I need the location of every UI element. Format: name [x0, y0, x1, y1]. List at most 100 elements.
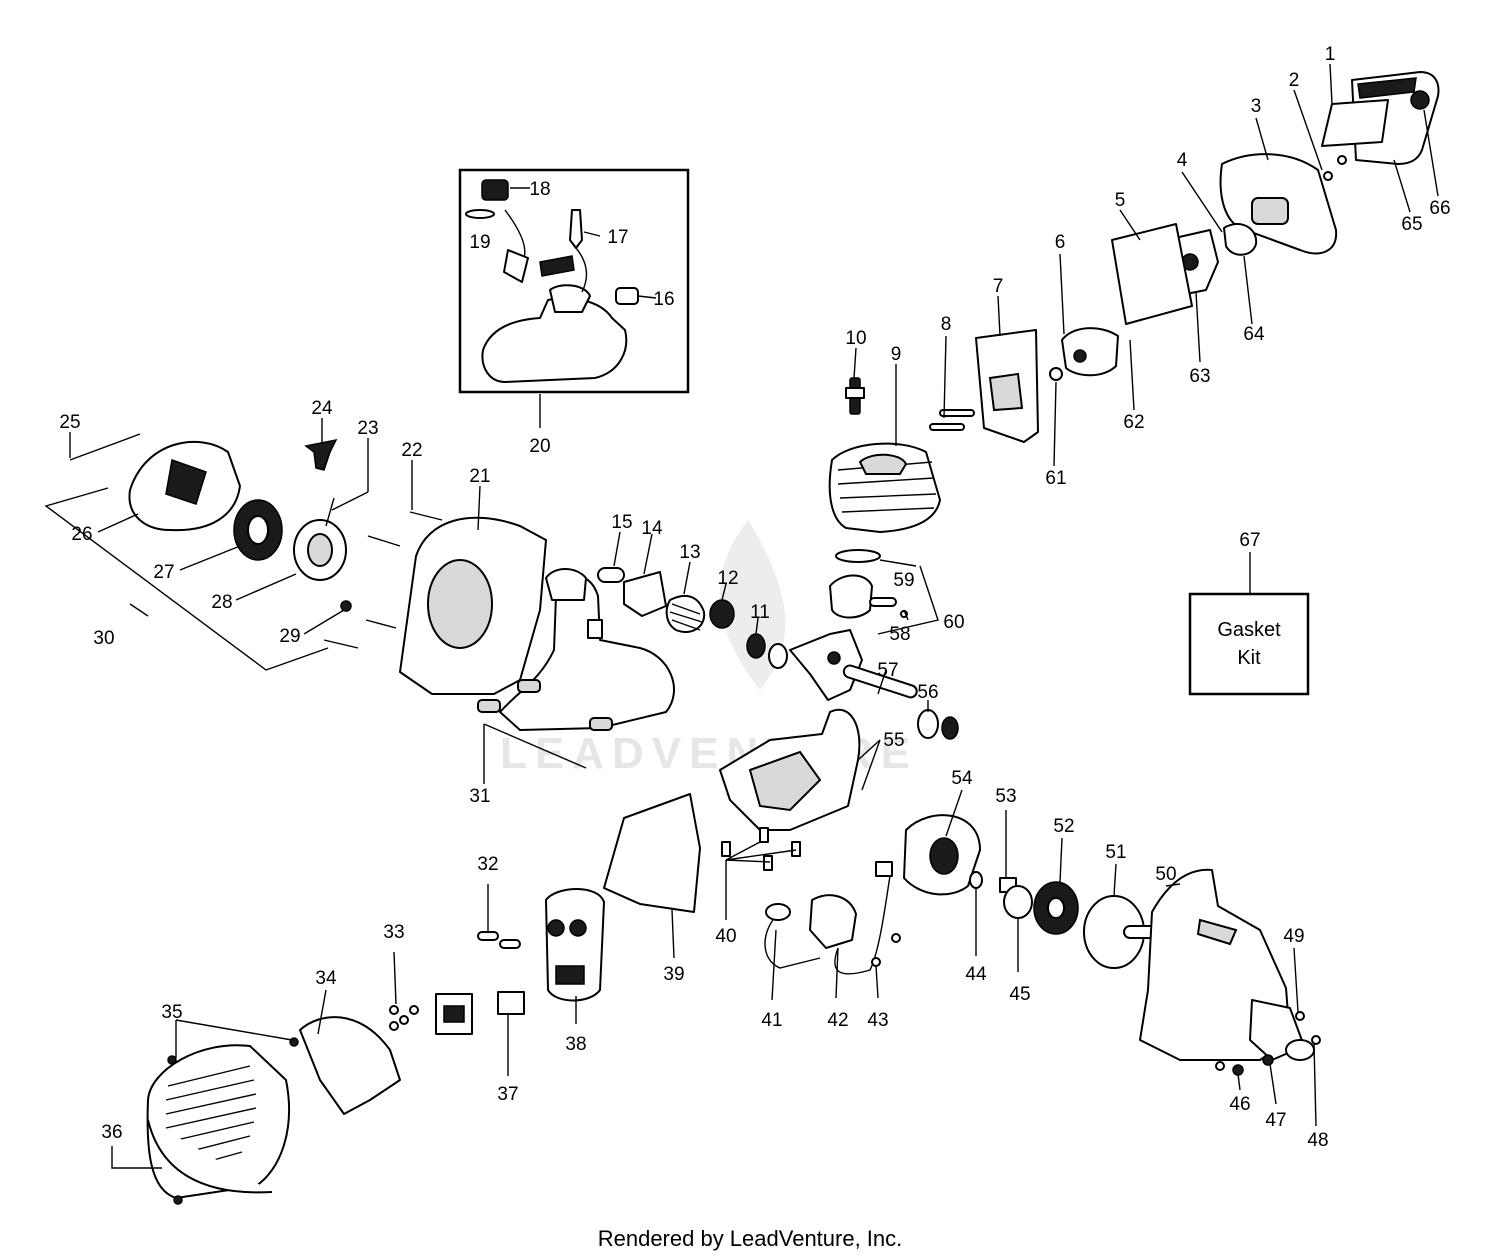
- part-starter-handle[interactable]: [304, 438, 338, 471]
- part-housing-14[interactable]: [623, 571, 667, 617]
- part-fan-housing-21[interactable]: [399, 516, 547, 695]
- callout-17[interactable]: 17: [607, 227, 628, 248]
- callout-62[interactable]: 62: [1123, 412, 1144, 433]
- part-bolt-8[interactable]: [929, 423, 965, 431]
- callout-9[interactable]: 9: [891, 344, 902, 365]
- callout-5[interactable]: 5: [1115, 190, 1126, 211]
- callout-30[interactable]: 30: [93, 628, 114, 649]
- gasket-kit-box[interactable]: Gasket Kit: [1188, 592, 1310, 696]
- callout-54[interactable]: 54: [951, 768, 973, 789]
- part-engine-cover-36[interactable]: [146, 1044, 290, 1199]
- part-cylinder[interactable]: [828, 442, 941, 533]
- callout-8[interactable]: 8: [941, 314, 952, 335]
- part-spark-plug[interactable]: [845, 377, 865, 415]
- part-seal-56[interactable]: [941, 716, 959, 740]
- callout-21[interactable]: 21: [469, 466, 490, 487]
- part-screws-22-29[interactable]: [323, 511, 443, 649]
- part-intake-manifold[interactable]: [1061, 327, 1119, 377]
- part-cap-gasket[interactable]: [465, 209, 495, 219]
- part-flywheel-54[interactable]: [903, 814, 981, 896]
- callout-22[interactable]: 22: [401, 440, 422, 461]
- callout-29[interactable]: 29: [279, 626, 300, 647]
- callout-60[interactable]: 60: [943, 612, 964, 633]
- part-gasket-5[interactable]: [1111, 223, 1193, 325]
- callout-51[interactable]: 51: [1105, 842, 1126, 863]
- callout-53[interactable]: 53: [995, 786, 1016, 807]
- part-screws-35[interactable]: [167, 1037, 299, 1205]
- part-switch[interactable]: [435, 993, 473, 1035]
- callout-42[interactable]: 42: [827, 1010, 848, 1031]
- part-screw-43b[interactable]: [891, 933, 901, 943]
- part-clutch-drum-51[interactable]: [1083, 895, 1161, 969]
- callout-31[interactable]: 31: [469, 786, 490, 807]
- part-rope-23[interactable]: [325, 497, 335, 527]
- part-crankshaft[interactable]: [789, 629, 918, 701]
- callout-66[interactable]: 66: [1429, 198, 1450, 219]
- callout-40[interactable]: 40: [715, 926, 736, 947]
- callout-48[interactable]: 48: [1307, 1130, 1328, 1151]
- part-washer-2[interactable]: [1323, 171, 1333, 181]
- part-cyl-gasket[interactable]: [835, 549, 881, 563]
- part-oring-61[interactable]: [1049, 367, 1063, 381]
- callout-13[interactable]: 13: [679, 542, 700, 563]
- callout-45[interactable]: 45: [1009, 984, 1030, 1005]
- callout-10[interactable]: 10: [845, 328, 866, 349]
- part-muffler-38[interactable]: [545, 888, 605, 1002]
- callout-38[interactable]: 38: [565, 1034, 586, 1055]
- part-grommets-31[interactable]: [477, 679, 613, 731]
- callout-46[interactable]: 46: [1229, 1094, 1250, 1115]
- part-gasket-64[interactable]: [1223, 223, 1258, 256]
- callout-57[interactable]: 57: [877, 660, 898, 681]
- callout-35[interactable]: 35: [161, 1002, 182, 1023]
- callout-33[interactable]: 33: [383, 922, 404, 943]
- callout-49[interactable]: 49: [1283, 926, 1304, 947]
- part-bolt-32b[interactable]: [499, 939, 521, 949]
- callout-50[interactable]: 50: [1155, 864, 1176, 885]
- part-bearing-11[interactable]: [746, 633, 766, 659]
- part-fuel-filter[interactable]: [615, 287, 639, 305]
- callout-23[interactable]: 23: [357, 418, 378, 439]
- callout-14[interactable]: 14: [641, 518, 663, 539]
- callout-15[interactable]: 15: [611, 512, 632, 533]
- callout-34[interactable]: 34: [315, 968, 337, 989]
- callout-16[interactable]: 16: [653, 289, 674, 310]
- part-shaft-tube-48[interactable]: [1249, 999, 1315, 1061]
- callout-28[interactable]: 28: [211, 592, 232, 613]
- callout-37[interactable]: 37: [497, 1084, 518, 1105]
- callout-47[interactable]: 47: [1265, 1110, 1286, 1131]
- callout-12[interactable]: 12: [717, 568, 738, 589]
- part-air-filter[interactable]: [1321, 99, 1389, 147]
- part-clutch-drum-12[interactable]: [709, 599, 735, 629]
- callout-64[interactable]: 64: [1243, 324, 1265, 345]
- part-recoil-spring[interactable]: [233, 499, 283, 561]
- part-fuel-tank[interactable]: [481, 255, 628, 383]
- part-screws-33[interactable]: [389, 1005, 419, 1031]
- callout-58[interactable]: 58: [889, 624, 910, 645]
- part-washer-2b[interactable]: [1337, 155, 1347, 165]
- callout-3[interactable]: 3: [1251, 96, 1262, 117]
- callout-25[interactable]: 25: [59, 412, 80, 433]
- part-cover-34[interactable]: [299, 1016, 401, 1115]
- callout-4[interactable]: 4: [1177, 150, 1188, 171]
- part-filter-knob[interactable]: [1410, 90, 1430, 110]
- part-bushing-15[interactable]: [597, 567, 625, 583]
- part-bolt-32[interactable]: [477, 931, 499, 941]
- part-fuel-cap[interactable]: [481, 179, 529, 283]
- callout-27[interactable]: 27: [153, 562, 174, 583]
- part-shield-39[interactable]: [603, 793, 701, 913]
- part-piston[interactable]: [829, 574, 873, 619]
- callout-7[interactable]: 7: [993, 276, 1004, 297]
- callout-19[interactable]: 19: [469, 232, 490, 253]
- callout-67[interactable]: 67: [1239, 530, 1260, 551]
- callout-6[interactable]: 6: [1055, 232, 1066, 253]
- callout-2[interactable]: 2: [1289, 70, 1300, 91]
- callout-61[interactable]: 61: [1045, 468, 1066, 489]
- part-bolt-8b[interactable]: [939, 409, 975, 417]
- callout-41[interactable]: 41: [761, 1010, 782, 1031]
- part-crankcase[interactable]: [719, 708, 861, 831]
- callout-32[interactable]: 32: [477, 854, 498, 875]
- part-bearing-56[interactable]: [917, 709, 939, 739]
- part-bolts-46-49[interactable]: [1215, 1011, 1321, 1076]
- part-starter-housing[interactable]: [128, 440, 241, 532]
- callout-39[interactable]: 39: [663, 964, 684, 985]
